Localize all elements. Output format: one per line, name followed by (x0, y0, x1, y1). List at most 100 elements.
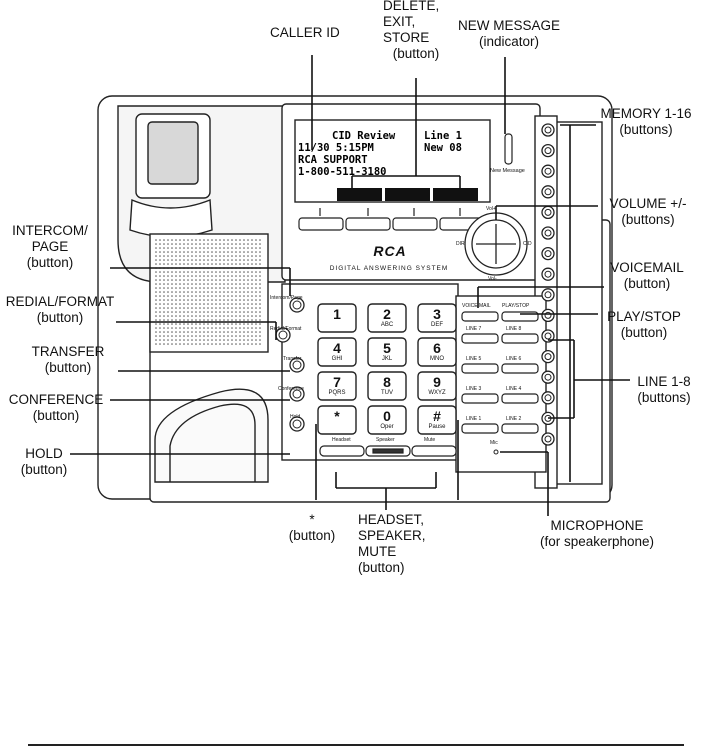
grill-dot (203, 255, 205, 257)
line-button[interactable] (501, 333, 539, 344)
memory-button-13[interactable] (541, 370, 555, 384)
grill-dot (251, 259, 253, 261)
memory-button-8[interactable] (541, 267, 555, 281)
key-5[interactable] (367, 337, 407, 367)
transfer-button[interactable] (289, 357, 305, 373)
grill-dot (247, 319, 249, 321)
memory-button-10[interactable] (541, 308, 555, 323)
hold-button[interactable] (289, 416, 305, 432)
grill-dot (167, 303, 169, 305)
grill-dot (231, 339, 233, 341)
grill-dot (243, 303, 245, 305)
grill-dot (179, 283, 181, 285)
grill-dot (239, 311, 241, 313)
line-button[interactable] (501, 363, 539, 374)
grill-dot (171, 303, 173, 305)
memory-button-1[interactable] (541, 123, 555, 137)
callout-text: (for speakerphone) (539, 534, 655, 549)
key-0[interactable] (367, 405, 407, 435)
memory-button-5[interactable] (541, 205, 555, 220)
key-digit: 9 (433, 374, 441, 390)
redial-label: Redial/Format (270, 326, 302, 332)
grill-dot (231, 295, 233, 297)
grill-dot (259, 287, 261, 289)
grill-dot (179, 291, 181, 293)
memory-button-11[interactable] (541, 329, 555, 343)
key-6[interactable] (417, 337, 457, 367)
memory-button-4[interactable] (541, 185, 555, 199)
grill-dot (207, 279, 209, 281)
line-button[interactable] (461, 393, 499, 404)
conference-button[interactable] (289, 386, 305, 402)
grill-dot (259, 263, 261, 265)
grill-dot (175, 335, 177, 337)
memory-button-6[interactable] (541, 226, 555, 240)
grill-dot (207, 251, 209, 253)
callout-text: (buttons) (621, 212, 675, 227)
volume-dial[interactable] (464, 212, 528, 276)
memory-button-14[interactable] (541, 391, 555, 405)
memory-button-9[interactable] (541, 288, 555, 302)
grill-dot (231, 331, 233, 333)
line-button[interactable] (501, 393, 539, 404)
intercom-page-button[interactable] (289, 297, 305, 313)
grill-dot (219, 239, 221, 241)
grill-dot (227, 319, 229, 321)
key-4[interactable] (317, 337, 357, 367)
grill-dot (191, 271, 193, 273)
key-digit: 4 (333, 340, 341, 356)
key-#[interactable] (417, 405, 457, 435)
grill-dot (227, 315, 229, 317)
key-*[interactable] (317, 405, 357, 435)
grill-dot (179, 259, 181, 261)
grill-dot (231, 299, 233, 301)
key-3[interactable] (417, 303, 457, 333)
key-7[interactable] (317, 371, 357, 401)
grill-dot (179, 287, 181, 289)
grill-dot (211, 319, 213, 321)
line-button[interactable] (461, 423, 499, 434)
line-button[interactable] (501, 423, 539, 434)
line-button-label: LINE 2 (506, 416, 522, 422)
memory-button-3[interactable] (541, 164, 555, 178)
grill-dot (191, 335, 193, 337)
grill-dot (239, 307, 241, 309)
key-1[interactable] (317, 303, 357, 333)
line-button[interactable] (461, 333, 499, 344)
key-2[interactable] (367, 303, 407, 333)
grill-dot (187, 279, 189, 281)
grill-dot (227, 247, 229, 249)
grill-dot (235, 311, 237, 313)
key-8[interactable] (367, 371, 407, 401)
grill-dot (183, 263, 185, 265)
grill-dot (203, 343, 205, 345)
grill-dot (251, 323, 253, 325)
grill-dot (235, 291, 237, 293)
grill-dot (247, 327, 249, 329)
grill-dot (163, 303, 165, 305)
memory-button-12[interactable] (541, 349, 555, 364)
key-9[interactable] (417, 371, 457, 401)
grill-dot (247, 331, 249, 333)
grill-dot (255, 291, 257, 293)
grill-dot (203, 259, 205, 261)
grill-dot (203, 335, 205, 337)
grill-dot (167, 335, 169, 337)
grill-dot (247, 255, 249, 257)
memory-button-16[interactable] (541, 432, 555, 446)
grill-dot (259, 279, 261, 281)
key-letters: ABC (380, 322, 394, 328)
grill-dot (239, 243, 241, 245)
grill-dot (195, 335, 197, 337)
memory-button-2[interactable] (541, 143, 555, 158)
grill-dot (211, 327, 213, 329)
grill-dot (219, 323, 221, 325)
volume-minus-label: Vol- (488, 276, 497, 282)
headset-speaker-mute-buttons (319, 445, 457, 457)
grill-dot (199, 283, 201, 285)
line-button[interactable] (461, 363, 499, 374)
memory-button-7[interactable] (541, 246, 555, 261)
grill-dot (259, 307, 261, 309)
grill-dot (155, 303, 157, 305)
callout-text: SPEAKER, (358, 528, 426, 543)
